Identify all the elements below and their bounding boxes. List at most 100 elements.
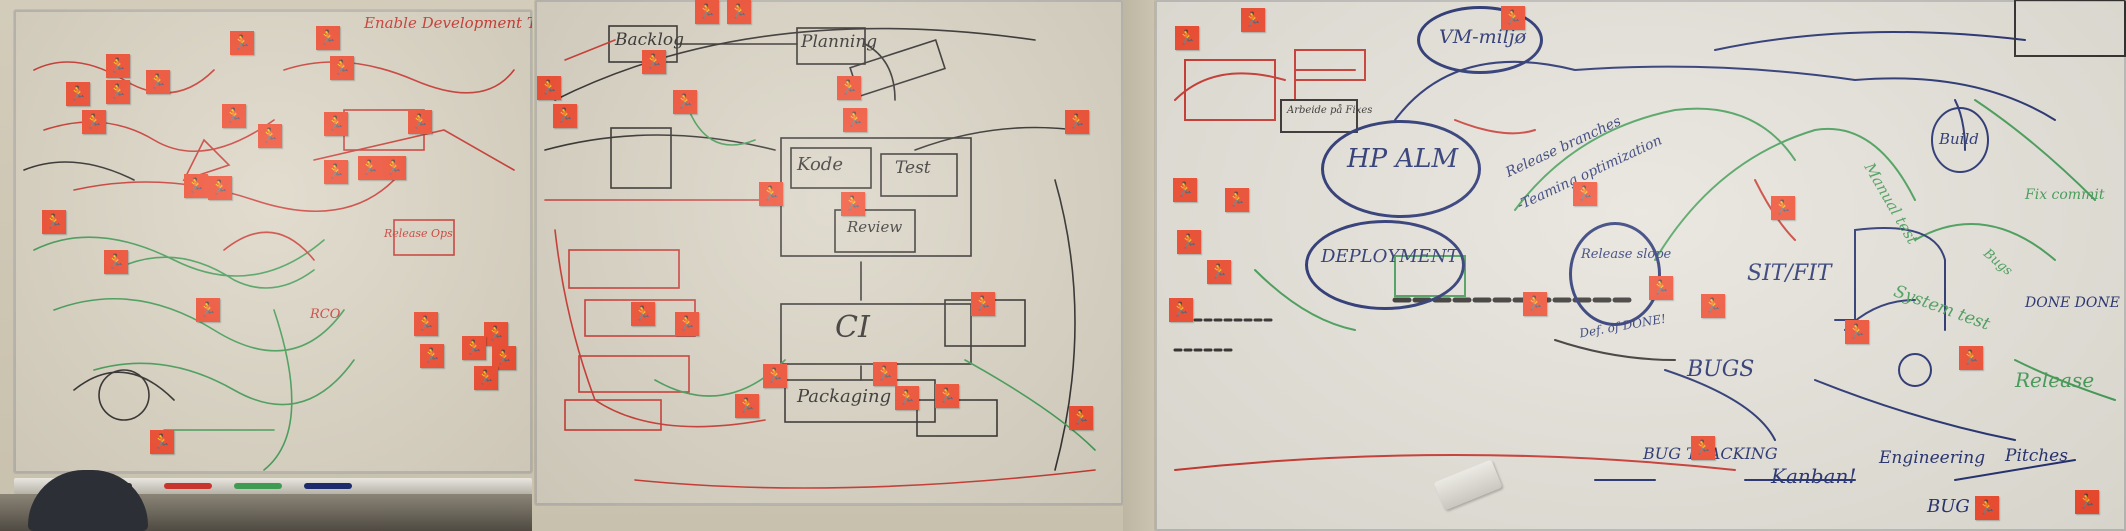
note-release: Release <box>2015 368 2095 392</box>
sticky-note: 🏃 <box>1241 8 1265 32</box>
sticky-note: 🏃 <box>462 336 486 360</box>
cloud-vm-miljo <box>1417 6 1543 74</box>
note-release-ops: Release Ops <box>384 227 453 240</box>
sticky-note: 🏃 <box>1573 182 1597 206</box>
whiteboard-left: Enable Development Team Release Ops RCO … <box>14 10 532 473</box>
person-icon: 🏃 <box>540 80 558 96</box>
sticky-note: 🏃 <box>316 26 340 50</box>
note-build: Build <box>1939 130 1979 148</box>
blue-marker[interactable] <box>304 483 352 489</box>
sticky-note: 🏃 <box>1065 110 1089 134</box>
person-icon: 🏃 <box>1228 192 1246 208</box>
sticky-note: 🏃 <box>258 124 282 148</box>
person-icon: 🏃 <box>1774 200 1792 216</box>
sticky-note: 🏃 <box>106 80 130 104</box>
note-bugs: BUGS <box>1687 357 1755 382</box>
sticky-note: 🏃 <box>324 160 348 184</box>
sticky-note: 🏃 <box>1845 320 1869 344</box>
sticky-note: 🏃 <box>1771 196 1795 220</box>
sticky-note: 🏃 <box>763 364 787 388</box>
note-enable-dev-team: Enable Development Team <box>364 14 532 32</box>
person-icon: 🏃 <box>153 434 171 450</box>
note-pitches: Pitches <box>2005 446 2068 466</box>
person-icon: 🏃 <box>1178 30 1196 46</box>
sticky-note: 🏃 <box>673 90 697 114</box>
red-marker[interactable] <box>164 483 212 489</box>
sticky-note: 🏃 <box>1175 26 1199 50</box>
note-sit-fit: SIT/FIT <box>1747 261 1832 286</box>
person-icon: 🏃 <box>1652 280 1670 296</box>
sticky-note: 🏃 <box>42 210 66 234</box>
sticky-note: 🏃 <box>146 70 170 94</box>
scribbles-right <box>1173 0 2126 481</box>
whiteboard-right: VM-miljø HP ALM DEPLOYMENT Release branc… <box>1155 0 2126 531</box>
person-icon: 🏃 <box>645 54 663 70</box>
person-icon: 🏃 <box>1244 12 1262 28</box>
note-packaging: Packaging <box>797 386 892 407</box>
sticky-note: 🏃 <box>1225 188 1249 212</box>
note-deployment: DEPLOYMENT <box>1321 246 1459 267</box>
person-icon: 🏃 <box>730 4 748 20</box>
person-icon: 🏃 <box>678 316 696 332</box>
person-icon: 🏃 <box>1526 296 1544 312</box>
person-icon: 🏃 <box>109 58 127 74</box>
note-test: Test <box>895 158 931 178</box>
sticky-note: 🏃 <box>837 76 861 100</box>
person-icon: 🏃 <box>1072 410 1090 426</box>
sticky-note: 🏃 <box>1959 346 1983 370</box>
note-ci: CI <box>835 310 870 345</box>
person-icon: 🏃 <box>385 160 403 176</box>
sticky-note: 🏃 <box>1173 178 1197 202</box>
sticky-note: 🏃 <box>1501 6 1525 30</box>
sticky-note: 🏃 <box>735 394 759 418</box>
person-icon: 🏃 <box>676 94 694 110</box>
person-icon: 🏃 <box>1962 350 1980 366</box>
person-icon: 🏃 <box>149 74 167 90</box>
wall-gap <box>1123 0 1155 531</box>
person-icon: 🏃 <box>1694 440 1712 456</box>
sticky-note: 🏃 <box>935 384 959 408</box>
person-icon: 🏃 <box>327 116 345 132</box>
person-icon: 🏃 <box>69 86 87 102</box>
sticky-note: 🏃 <box>971 292 995 316</box>
note-vm-miljo: VM-miljø <box>1439 26 1527 48</box>
sticky-note: 🏃 <box>695 0 719 24</box>
sticky-note: 🏃 <box>873 362 897 386</box>
sticky-note: 🏃 <box>104 250 128 274</box>
sticky-note: 🏃 <box>1701 294 1725 318</box>
person-icon: 🏃 <box>423 348 441 364</box>
sticky-note: 🏃 <box>484 322 508 346</box>
person-icon: 🏃 <box>1848 324 1866 340</box>
person-icon: 🏃 <box>465 340 483 356</box>
person-icon: 🏃 <box>876 366 894 382</box>
note-engineering: Engineering <box>1879 448 1986 468</box>
person-icon: 🏃 <box>974 296 992 312</box>
note-release-slope: Release slope <box>1581 247 1672 262</box>
note-backlog: Backlog <box>615 30 685 50</box>
person-icon: 🏃 <box>762 186 780 202</box>
person-icon: 🏃 <box>327 164 345 180</box>
sticky-note: 🏃 <box>474 366 498 390</box>
note-kanban: Kanban! <box>1771 464 1857 488</box>
person-icon: 🏃 <box>938 388 956 404</box>
note-planning: Planning <box>801 32 878 52</box>
note-rco: RCO <box>310 307 341 322</box>
person-icon: 🏃 <box>361 160 379 176</box>
note-review: Review <box>847 218 903 236</box>
whiteboard-middle: Backlog Planning Kode Test Review CI Pac… <box>535 0 1123 505</box>
person-icon: 🏃 <box>556 108 574 124</box>
person-icon: 🏃 <box>187 178 205 194</box>
person-icon: 🏃 <box>199 302 217 318</box>
person-icon: 🏃 <box>840 80 858 96</box>
sticky-note: 🏃 <box>230 31 254 55</box>
person-icon: 🏃 <box>738 398 756 414</box>
sticky-note: 🏃 <box>420 344 444 368</box>
sticky-note: 🏃 <box>843 108 867 132</box>
sticky-note: 🏃 <box>106 54 130 78</box>
person-icon: 🏃 <box>109 84 127 100</box>
sticky-note: 🏃 <box>553 104 577 128</box>
green-marker[interactable] <box>234 483 282 489</box>
person-icon: 🏃 <box>1704 298 1722 314</box>
person-icon: 🏃 <box>1576 186 1594 202</box>
person-icon: 🏃 <box>846 112 864 128</box>
